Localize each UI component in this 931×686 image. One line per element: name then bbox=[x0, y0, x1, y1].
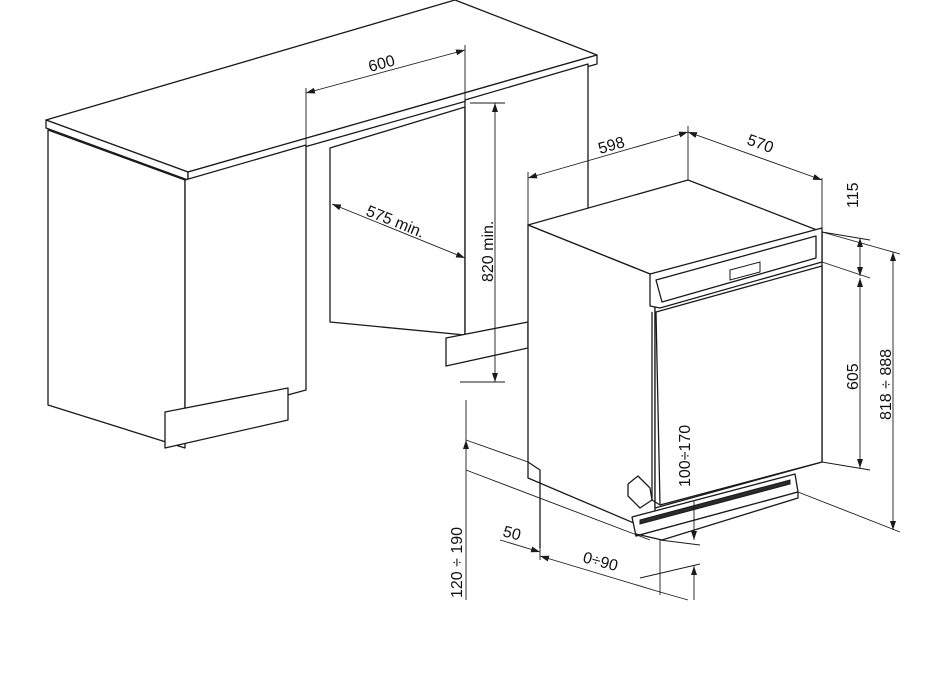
side-foot bbox=[527, 461, 541, 548]
control-display bbox=[729, 261, 761, 281]
dimension-lines bbox=[305, 45, 901, 601]
cabinet-side-panel bbox=[47, 129, 186, 449]
label-niche-height: 820 min. bbox=[480, 221, 497, 282]
label-appliance-width: 598 bbox=[596, 134, 626, 158]
label-counter-width: 600 bbox=[367, 53, 397, 76]
label-plinth-depth: 0÷90 bbox=[581, 549, 620, 575]
dishwasher-unit bbox=[527, 179, 823, 548]
kitchen-cabinet bbox=[45, 0, 598, 449]
label-plinth-offset: 100÷170 bbox=[677, 425, 694, 487]
plinth-strip bbox=[639, 479, 791, 525]
countertop-side-edge bbox=[187, 54, 598, 181]
label-appliance-depth: 570 bbox=[745, 132, 776, 157]
cabinet-front-panel bbox=[184, 144, 307, 424]
label-panel-height: 115 bbox=[845, 182, 862, 208]
label-plinth-height: 120 ÷ 190 bbox=[449, 527, 466, 598]
cabinet-plinth bbox=[164, 387, 289, 449]
label-door-height: 605 bbox=[845, 363, 862, 390]
control-panel-inner bbox=[655, 235, 817, 303]
label-total-height: 818 ÷ 888 bbox=[878, 349, 895, 420]
label-toe-gap: 50 bbox=[501, 523, 523, 544]
dishwasher-side bbox=[527, 224, 656, 533]
toe-bracket bbox=[627, 475, 653, 509]
